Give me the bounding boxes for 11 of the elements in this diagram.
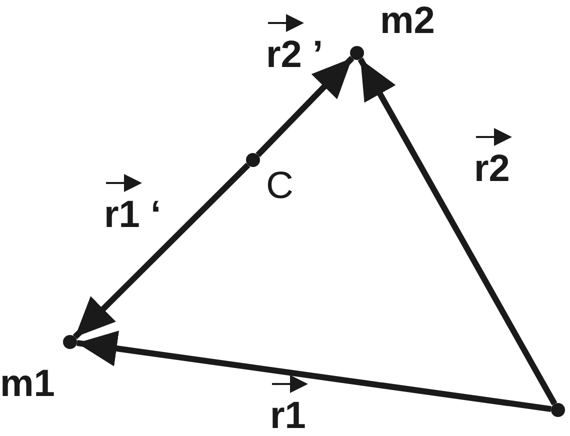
vector-arrow [358, 58, 558, 406]
edge-label: r2 [474, 150, 510, 188]
vector-arrow [72, 162, 250, 340]
vector-arrow [76, 330, 552, 412]
edge-label: r1 [270, 397, 306, 435]
point-label: m1 [0, 365, 55, 403]
edge-label: r1 ‘ [104, 196, 162, 234]
edge-label: r2 ’ [266, 36, 324, 74]
point-label: C [266, 167, 294, 205]
point-label: m2 [380, 2, 435, 40]
vector-arrow [256, 56, 354, 158]
